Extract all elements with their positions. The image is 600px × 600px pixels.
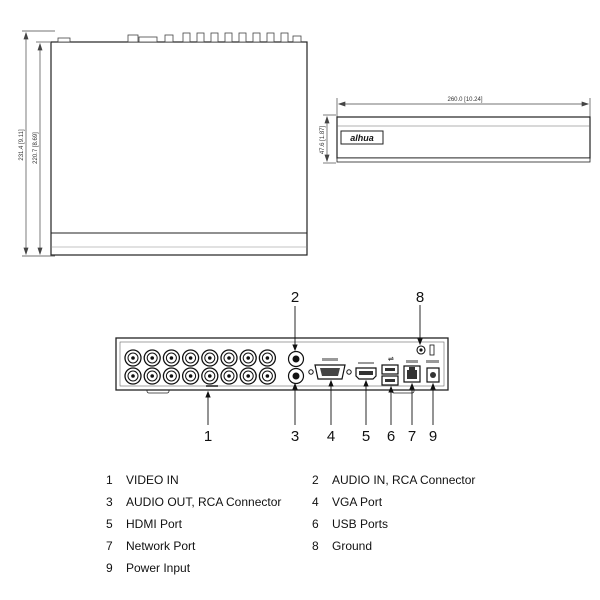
callout-5: 5: [362, 428, 370, 445]
power-input: [426, 360, 440, 383]
bnc-connector-icon: [220, 367, 238, 385]
legend-item-video-in: 1 VIDEO IN: [106, 473, 179, 487]
legend-number: 4: [312, 495, 319, 509]
legend-item-hdmi: 5 HDMI Port: [106, 517, 182, 531]
legend-number: 7: [106, 539, 113, 553]
bnc-connector-icon: [124, 367, 142, 385]
legend-item-audio-out: 3 AUDIO OUT, RCA Connector: [106, 495, 281, 509]
bnc-connector-icon: [143, 349, 161, 367]
legend-item-ground: 8 Ground: [312, 539, 372, 553]
callout-2: 2: [291, 289, 299, 306]
legend-item-power: 9 Power Input: [106, 561, 190, 575]
ground-terminal: [416, 344, 435, 356]
bnc-connector-icon: [162, 349, 181, 367]
legend-item-network: 7 Network Port: [106, 539, 195, 553]
callout-3: 3: [291, 428, 299, 445]
legend-label: Ground: [332, 539, 373, 553]
legend-number: 6: [312, 517, 319, 531]
top-view-dimension-lines: [22, 30, 55, 257]
legend-label: AUDIO OUT, RCA Connector: [126, 495, 282, 509]
callout-4: 4: [327, 428, 335, 445]
video-in-connectors: [124, 349, 277, 385]
legend-number: 8: [312, 539, 319, 553]
bnc-connector-icon: [258, 349, 277, 367]
legend-label: AUDIO IN, RCA Connector: [332, 473, 476, 487]
bnc-connector-icon: [201, 349, 219, 367]
callout-6: 6: [387, 428, 395, 445]
legend-label: Power Input: [126, 561, 191, 575]
network-port: [403, 360, 421, 383]
audio-in-connector: [287, 350, 305, 368]
svg-text:⇌: ⇌: [388, 355, 394, 363]
legend-number: 1: [106, 473, 113, 487]
bnc-connector-icon: [258, 367, 277, 385]
bnc-connector-icon: [143, 367, 161, 385]
legend-number: 3: [106, 495, 113, 509]
usb-ports: ⇌: [381, 355, 399, 386]
vga-port: [308, 358, 352, 380]
bnc-connector-icon: [239, 349, 257, 367]
front-view-dim-width: 260.0 [10.24]: [447, 97, 482, 103]
legend-label: VIDEO IN: [126, 473, 179, 487]
top-view-rear-connectors: [57, 32, 302, 43]
front-view-dimension-lines: [323, 98, 591, 164]
top-view-body: [50, 41, 308, 256]
top-view-dim-total: 231.4 [9.11]: [19, 129, 25, 161]
rear-panel: ⇌: [115, 289, 449, 445]
legend-number: 2: [312, 473, 319, 487]
legend-number: 5: [106, 517, 113, 531]
legend-label: USB Ports: [332, 517, 389, 531]
legend-number: 9: [106, 561, 113, 575]
top-view-dim-inner: 220.7 [8.69]: [33, 132, 39, 164]
bnc-connector-icon: [181, 367, 200, 385]
legend-label: VGA Port: [332, 495, 383, 509]
legend-label: HDMI Port: [126, 517, 183, 531]
callout-7: 7: [408, 428, 416, 445]
legend-item-vga: 4 VGA Port: [312, 495, 382, 509]
legend-label: Network Port: [126, 539, 196, 553]
callout-8: 8: [416, 289, 424, 306]
bnc-connector-icon: [162, 367, 181, 385]
callout-9: 9: [429, 428, 437, 445]
bnc-connector-icon: [181, 349, 200, 367]
front-view-dim-height: 47.6 [1.87]: [320, 125, 326, 154]
bnc-connector-icon: [239, 367, 257, 385]
hdmi-port: [355, 362, 377, 380]
audio-out-connector: [287, 367, 305, 385]
top-view: 231.4 [9.11] 220.7 [8.69]: [19, 30, 308, 257]
brand-logo: alhua: [350, 133, 374, 143]
legend-item-usb: 6 USB Ports: [312, 517, 388, 531]
bnc-connector-icon: [220, 349, 238, 367]
bnc-connector-icon: [124, 349, 142, 367]
bnc-connector-icon: [201, 367, 219, 385]
callout-leaders: [205, 305, 436, 425]
callout-1: 1: [204, 428, 212, 445]
legend-item-audio-in: 2 AUDIO IN, RCA Connector: [312, 473, 475, 487]
brand-badge: [340, 130, 384, 145]
front-view: 260.0 [10.24] 47.6 [1.87] alhua: [320, 97, 591, 164]
